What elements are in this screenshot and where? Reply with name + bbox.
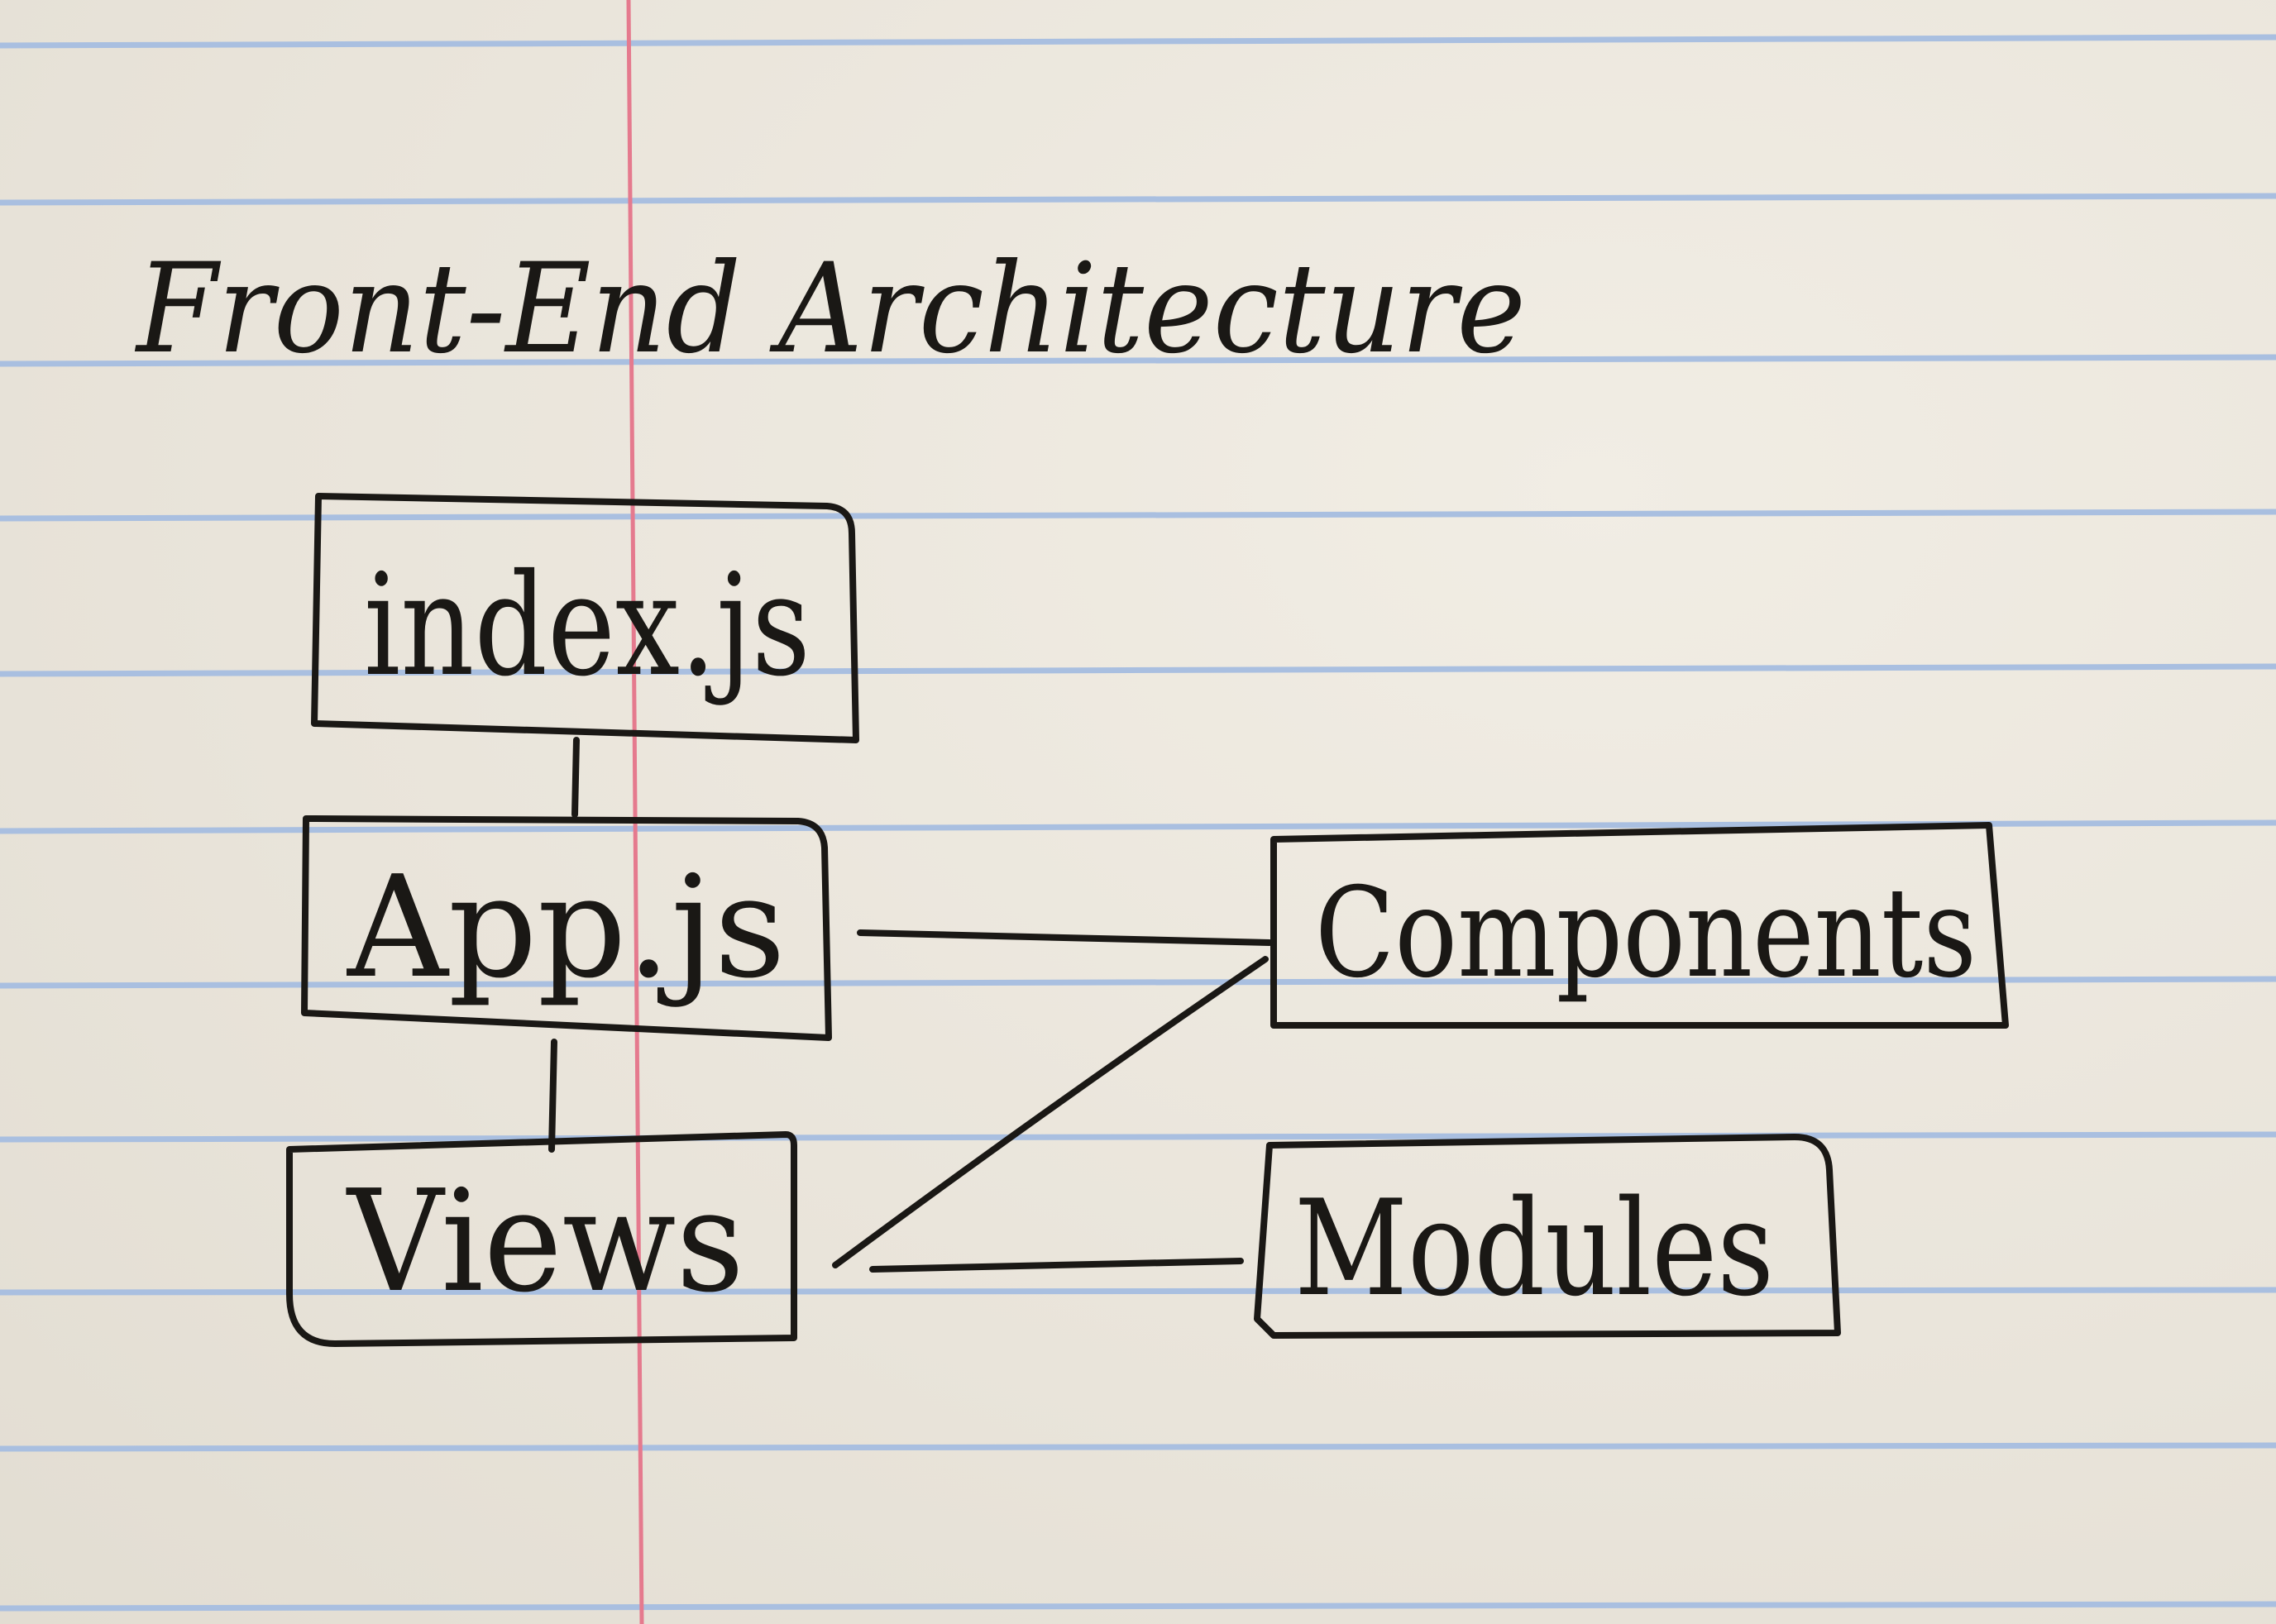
node-app-js-label: App.js [347, 846, 786, 1010]
connectors [548, 737, 1273, 1273]
node-app-js: App.js [301, 815, 832, 1041]
margin-line [626, 0, 644, 1624]
page-title: Front-End Architecture [134, 237, 1526, 381]
link-views-components [832, 956, 1269, 1268]
node-modules: Modules [1254, 1134, 1841, 1339]
link-app-views [548, 1039, 557, 1153]
node-modules-label: Modules [1294, 1171, 1774, 1325]
node-index-js: index.js [311, 493, 859, 743]
node-views-label: Views [346, 1160, 744, 1324]
ruled-lines [0, 34, 2276, 1612]
link-app-components [857, 929, 1273, 946]
node-index-js-label: index.js [364, 544, 810, 708]
node-components: Components [1270, 822, 2009, 1029]
link-views-modules [869, 1258, 1244, 1273]
node-views: Views [286, 1131, 797, 1347]
link-index-app [571, 737, 580, 818]
node-components-label: Components [1315, 862, 1977, 1005]
